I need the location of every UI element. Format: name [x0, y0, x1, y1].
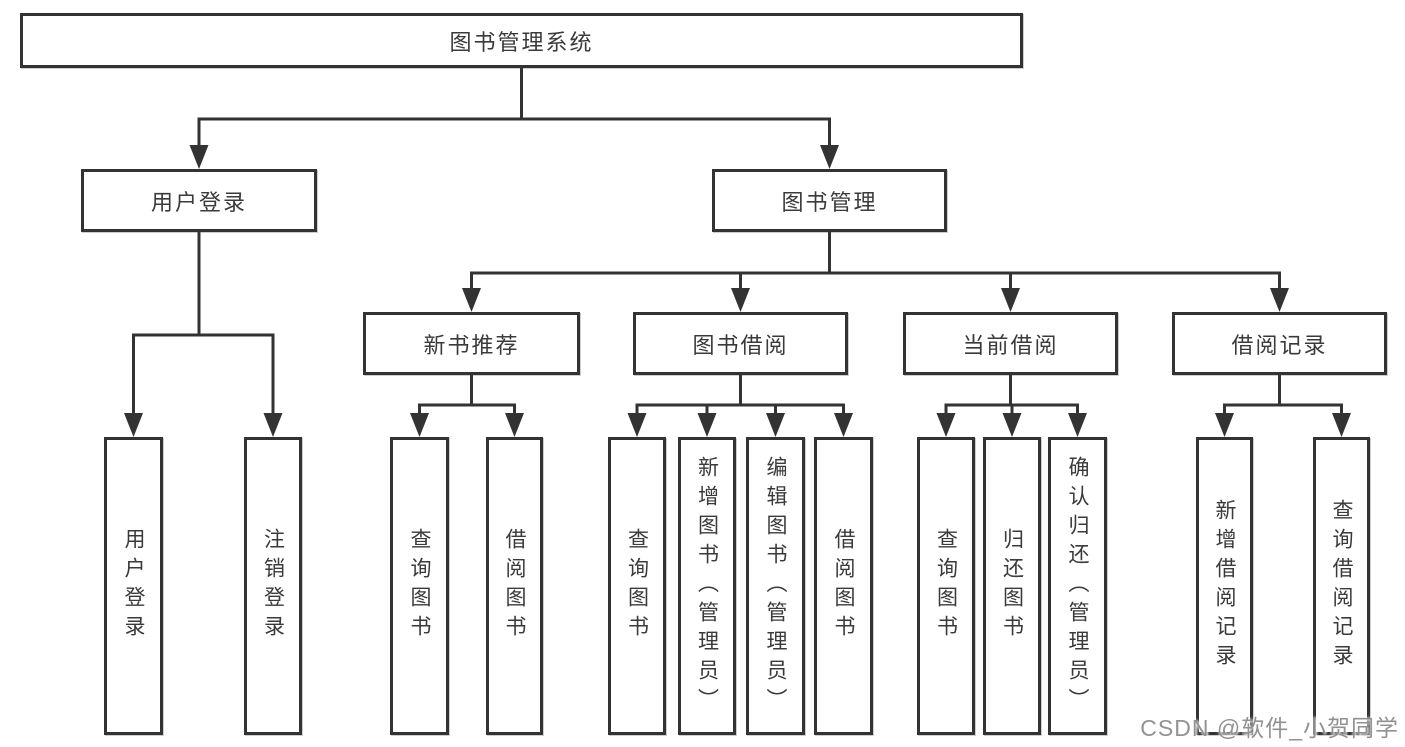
leaf-add-borrow-record: 新增借阅记录 [1196, 437, 1253, 735]
leaf-borrow-books-borrowing: 借阅图书 [814, 437, 873, 735]
leaf-borrow-books-borrowing-label: 借阅图书 [832, 528, 855, 644]
leaf-borrow-books-recommend: 借阅图书 [486, 437, 543, 735]
node-book-borrowing-label: 图书借阅 [692, 332, 789, 358]
leaf-confirm-return-admin-label: 确认归还（管理员） [1066, 455, 1089, 717]
leaf-add-borrow-record-label: 新增借阅记录 [1213, 499, 1236, 673]
node-root-system: 图书管理系统 [20, 13, 1023, 68]
leaf-user-login-label: 用户登录 [122, 528, 145, 644]
leaf-add-book-admin-label: 新增图书（管理员） [695, 455, 719, 717]
node-borrowing-records: 借阅记录 [1172, 312, 1387, 375]
leaf-confirm-return-admin: 确认归还（管理员） [1048, 437, 1107, 735]
leaf-query-books-current-label: 查询图书 [934, 528, 958, 644]
node-book-management-label: 图书管理 [781, 189, 878, 215]
leaf-edit-book-admin-label: 编辑图书（管理员） [764, 455, 787, 717]
leaf-query-books-recommend: 查询图书 [390, 437, 449, 735]
leaf-user-login: 用户登录 [104, 437, 163, 735]
leaf-query-books-current: 查询图书 [917, 437, 975, 735]
node-current-borrowing: 当前借阅 [903, 312, 1118, 375]
leaf-query-borrow-record-label: 查询借阅记录 [1330, 499, 1353, 673]
leaf-query-books-borrowing-label: 查询图书 [625, 528, 649, 644]
node-root-system-label: 图书管理系统 [449, 29, 594, 55]
node-new-book-recommend: 新书推荐 [363, 312, 580, 375]
node-user-login-branch-label: 用户登录 [150, 189, 247, 215]
leaf-return-book: 归还图书 [983, 437, 1041, 735]
node-new-book-recommend-label: 新书推荐 [423, 332, 520, 358]
leaf-return-book-label: 归还图书 [1000, 528, 1024, 644]
leaf-query-borrow-record: 查询借阅记录 [1313, 437, 1370, 735]
leaf-add-book-admin: 新增图书（管理员） [678, 437, 736, 735]
node-book-borrowing: 图书借阅 [633, 312, 848, 375]
node-user-login-branch: 用户登录 [81, 169, 317, 232]
node-borrowing-records-label: 借阅记录 [1231, 332, 1328, 358]
node-current-borrowing-label: 当前借阅 [962, 332, 1059, 358]
leaf-query-books-borrowing: 查询图书 [608, 437, 666, 735]
leaf-logout-label: 注销登录 [261, 528, 285, 644]
leaf-edit-book-admin: 编辑图书（管理员） [746, 437, 805, 735]
csdn-watermark: CSDN @软件_小贺同学 [1140, 715, 1399, 741]
leaf-borrow-books-recommend-label: 借阅图书 [503, 528, 526, 644]
leaf-query-books-recommend-label: 查询图书 [408, 528, 431, 644]
leaf-logout: 注销登录 [244, 437, 302, 735]
node-book-management: 图书管理 [712, 169, 947, 232]
